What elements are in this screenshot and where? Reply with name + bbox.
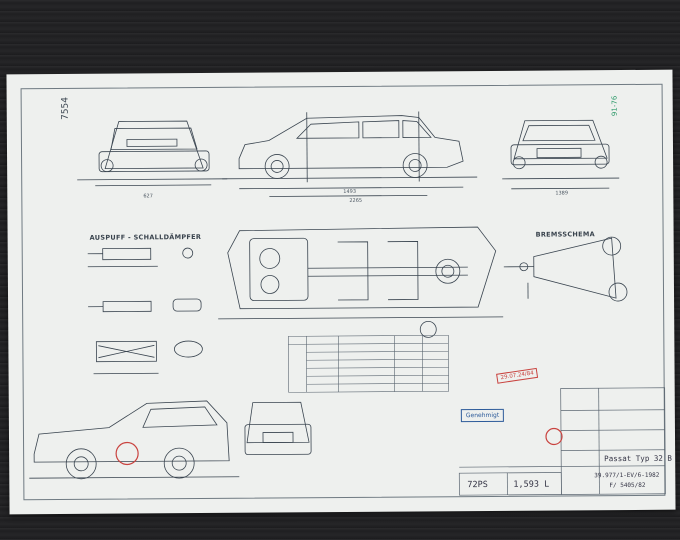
- title-block-grid: [458, 387, 666, 496]
- document-code: 39.977/1-EV/6-1982: [594, 471, 660, 480]
- document-reference: F/ 5405/82: [609, 481, 646, 490]
- dim-length: 1493: [343, 188, 357, 195]
- dim-length2: 2265: [349, 197, 363, 204]
- small-rear-drawing: [244, 401, 312, 456]
- front-view-drawing: [502, 119, 620, 190]
- dim-front: 1389: [555, 190, 569, 197]
- side-view-drawing: [222, 111, 478, 197]
- engine-displacement: 1,593 L: [513, 479, 550, 490]
- section-brake-title: BREMSSCHEMA: [535, 230, 596, 239]
- blueprint-drawing: [29, 111, 666, 496]
- exhaust-parts-drawing: [87, 247, 203, 375]
- rear-view-drawing: [77, 120, 228, 187]
- brake-scheme-drawing: [503, 236, 628, 302]
- blue-approval-stamp: Genehmigt: [460, 408, 505, 423]
- dim-width: 627: [143, 193, 153, 200]
- sheet-number-left: 7554: [60, 96, 71, 120]
- stamp-label: Genehmigt: [465, 411, 500, 420]
- engine-power: 72PS: [467, 479, 488, 491]
- underside-view-drawing: [218, 226, 504, 338]
- section-exhaust-title: AUSPUFF - SCHALLDÄMPFER: [89, 232, 202, 242]
- sheet-number-right: 91-76: [610, 95, 619, 117]
- parts-table: [288, 334, 449, 393]
- model-name: Passat Typ 32 B: [604, 453, 672, 464]
- red-round-stamp: [115, 427, 563, 466]
- rear-quarter-drawing: [29, 400, 240, 480]
- blueprint-sheet: 7554 91-76 AUSPUFF - SCHALLDÄMPFER BREMS…: [6, 69, 676, 515]
